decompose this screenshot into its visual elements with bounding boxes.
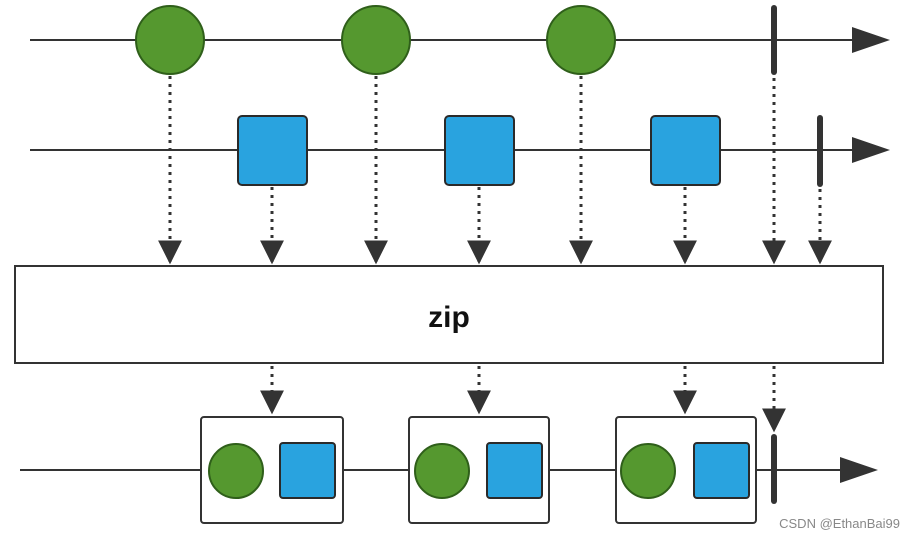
pair-circle-3 xyxy=(620,443,676,499)
zip-operator-label: zip xyxy=(428,301,470,334)
output-pair-3 xyxy=(615,416,757,524)
input-arrows xyxy=(158,76,832,265)
timeline-output-arrow xyxy=(840,457,878,483)
completion-mark-b xyxy=(817,115,823,187)
pair-square-3 xyxy=(693,442,750,499)
timeline-a-arrow xyxy=(852,27,890,53)
watermark-text: CSDN @EthanBai99 xyxy=(779,516,900,531)
emission-circle-3 xyxy=(546,5,616,75)
zip-operator-box xyxy=(14,265,884,364)
output-stream xyxy=(20,416,878,524)
output-pair-2 xyxy=(408,416,550,524)
emission-square-1 xyxy=(237,115,308,186)
completion-mark-output xyxy=(771,434,777,504)
input-stream-b xyxy=(30,115,890,187)
output-pair-1 xyxy=(200,416,344,524)
output-arrows xyxy=(260,366,786,433)
emission-circle-2 xyxy=(341,5,411,75)
input-stream-a xyxy=(30,5,890,75)
pair-square-2 xyxy=(486,442,543,499)
completion-mark-a xyxy=(771,5,777,75)
pair-square-1 xyxy=(279,442,336,499)
emission-square-2 xyxy=(444,115,515,186)
emission-square-3 xyxy=(650,115,721,186)
emission-circle-1 xyxy=(135,5,205,75)
pair-circle-2 xyxy=(414,443,470,499)
zip-operator: zip xyxy=(14,265,884,364)
pair-circle-1 xyxy=(208,443,264,499)
timeline-b-arrow xyxy=(852,137,890,163)
